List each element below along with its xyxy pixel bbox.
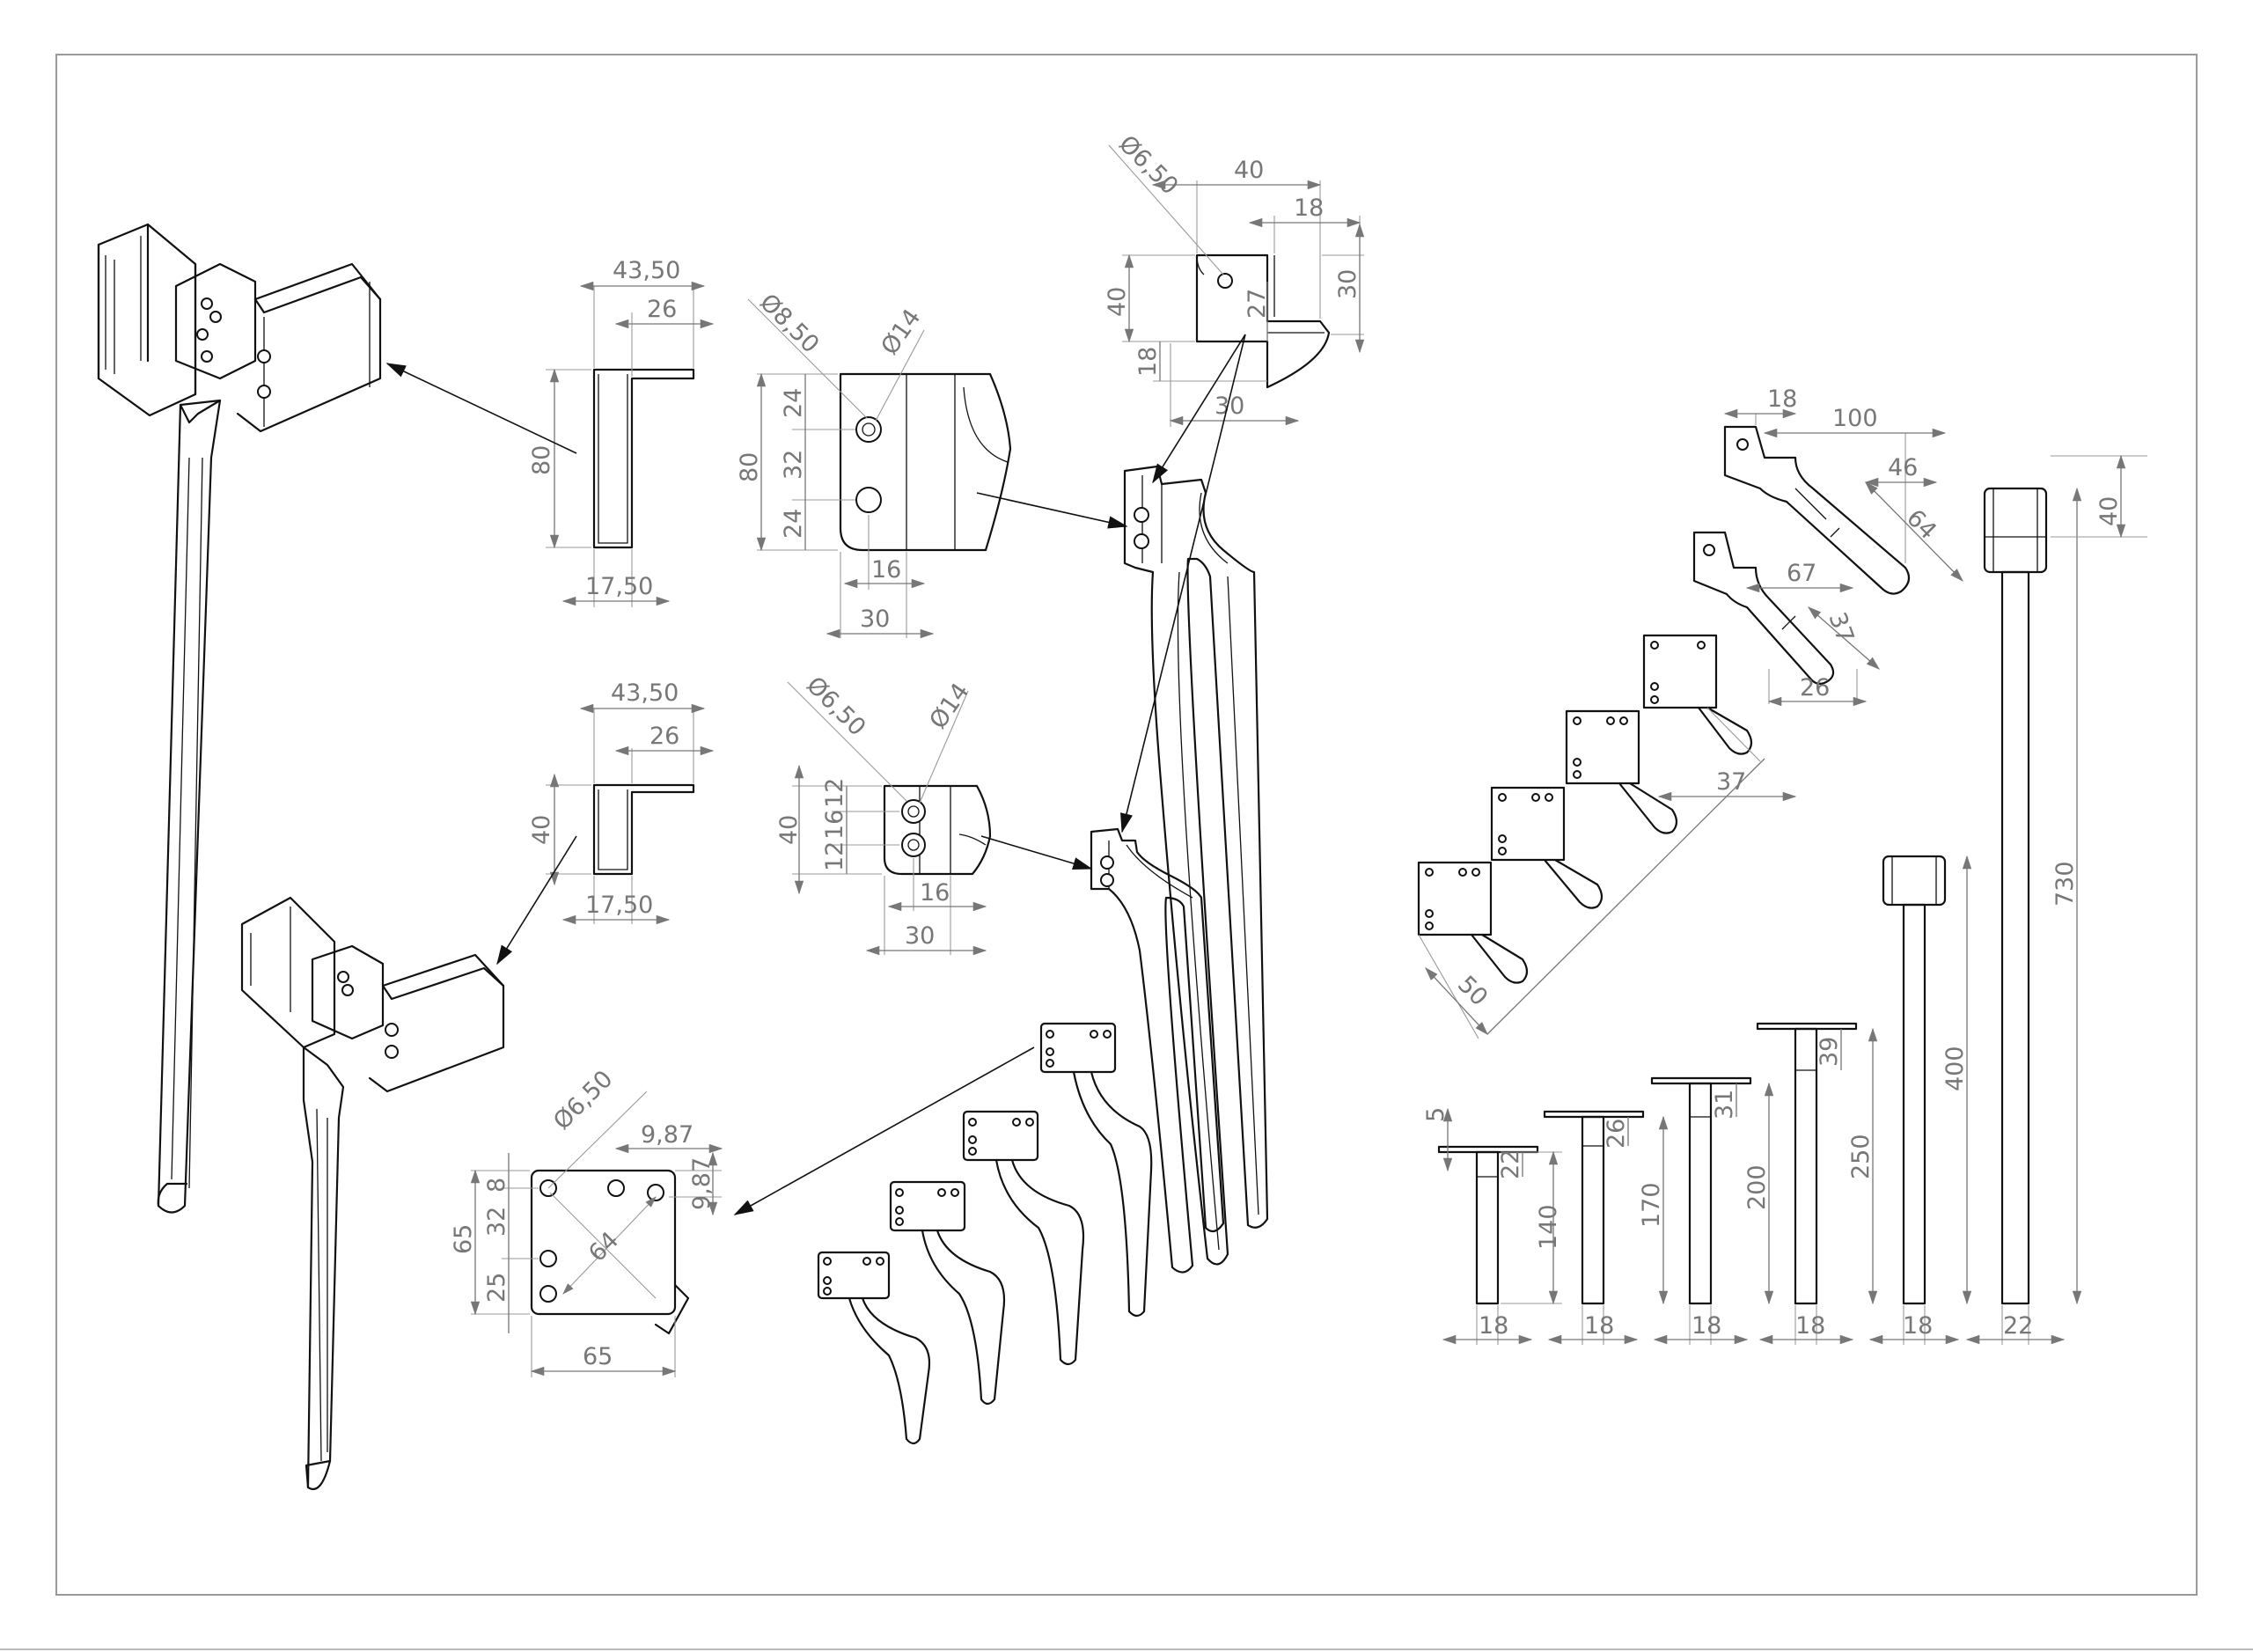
profile-section-mid: 43,50 26 40 17,50 (496, 679, 715, 966)
dim-w-top: 40 (1234, 157, 1264, 184)
dim-height-1: 140 (1535, 1204, 1562, 1250)
profile-section-top: 43,50 26 80 17,50 (385, 257, 715, 607)
dim-a: 18 (1767, 385, 1797, 413)
dim-d: 64 (1901, 504, 1941, 545)
dim-s2: 16 (821, 810, 848, 840)
curved-leg-tall (1123, 465, 1269, 1266)
dim-s3: 12 (821, 841, 848, 871)
dim-height-2: 170 (1638, 1182, 1665, 1228)
dim-s1: 8 (483, 1178, 510, 1193)
dim-wall: 17,50 (585, 573, 653, 600)
dim-s2: 32 (483, 1207, 510, 1237)
dim-b: 100 (1832, 405, 1878, 432)
dim-width-2: 18 (1584, 1312, 1614, 1340)
dim-plate-thickness: 5 (1422, 1107, 1449, 1122)
dim-height: 65 (450, 1224, 477, 1254)
dim-g: 26 (1800, 674, 1830, 701)
dim-height-6: 730 (2051, 861, 2079, 907)
dim-height-5: 400 (1941, 1046, 1969, 1091)
dim-h-right: 30 (1334, 269, 1361, 299)
dim-width-3: 18 (1692, 1312, 1721, 1340)
dim-width-total: 43,50 (613, 257, 680, 284)
dim-hole-a: Ø6,50 (801, 672, 870, 741)
dim-h-left: 40 (1104, 287, 1131, 317)
dim-s3: 25 (483, 1273, 510, 1303)
short-leg-assembly (240, 896, 505, 1490)
dim-height: 80 (736, 452, 763, 482)
bracket-large-view: Ø8,50 Ø14 80 24 32 24 16 30 (736, 289, 1128, 639)
square-plate-view: 64 Ø6,50 9,87 9,87 65 8 32 25 65 (450, 1046, 1035, 1377)
dim-w-right: 18 (1294, 195, 1324, 222)
dim-width-1: 18 (1479, 1312, 1508, 1340)
dim-width-flange: 26 (649, 723, 679, 750)
bracket-small-view: Ø6,50 Ø14 40 12 16 12 16 30 (775, 672, 1093, 956)
dim-width-4: 18 (1795, 1312, 1825, 1340)
dim-h-low: 18 (1134, 347, 1162, 377)
dim-s3: 24 (780, 509, 807, 539)
curved-leg-short (1090, 827, 1225, 1274)
dim-s1: 24 (780, 388, 807, 418)
tall-leg-assembly (97, 223, 382, 1214)
dim-collar-6: 40 (2095, 496, 2123, 526)
dim-width-flange: 26 (647, 296, 677, 323)
dim-offset: 16 (871, 556, 901, 584)
dim-hole-b: Ø14 (876, 305, 926, 360)
dim-hole-a: Ø8,50 (754, 289, 824, 358)
dim-hole: Ø6,50 (548, 1065, 618, 1134)
dim-hole-b: Ø14 (924, 679, 974, 734)
dim-height: 80 (528, 445, 555, 475)
dim-height: 40 (528, 815, 555, 845)
dim-collar-2: 26 (1603, 1119, 1630, 1149)
dim-d2: 9,87 (688, 1157, 716, 1210)
dim-height: 40 (775, 815, 803, 845)
dim-collar-3: 31 (1711, 1090, 1738, 1120)
dim-c: 46 (1888, 454, 1918, 481)
dim-width-5: 18 (1903, 1312, 1933, 1340)
drawing-frame (55, 54, 2198, 1596)
straight-leg-series: 5 140 170 200 250 400 730 22 26 31 39 40… (1422, 454, 2147, 1345)
dim-wall: 17,50 (585, 892, 653, 919)
dim-width: 65 (583, 1343, 613, 1370)
angled-leg-series: 18 100 46 64 67 37 26 37 50 (1417, 385, 1963, 1039)
dim-width-total: 43,50 (611, 679, 679, 707)
dim-e: 67 (1787, 560, 1816, 587)
dim-depth: 27 (1244, 289, 1271, 319)
dim-collar-4: 39 (1816, 1037, 1843, 1067)
dim-s2: 32 (780, 450, 807, 480)
dim-f: 37 (1823, 609, 1859, 647)
dim-height-4: 250 (1847, 1134, 1875, 1179)
dim-height-3: 200 (1743, 1164, 1771, 1210)
dim-width-6: 22 (2003, 1312, 2033, 1340)
dim-i: 50 (1452, 971, 1493, 1011)
plate-leg-series (817, 1022, 1153, 1445)
dim-width: 30 (905, 922, 935, 950)
dim-offset: 16 (920, 879, 950, 907)
dim-s1: 12 (821, 778, 848, 808)
dim-width: 30 (860, 606, 890, 633)
dim-collar-1: 22 (1497, 1149, 1524, 1179)
dim-d1: 9,87 (641, 1121, 694, 1149)
